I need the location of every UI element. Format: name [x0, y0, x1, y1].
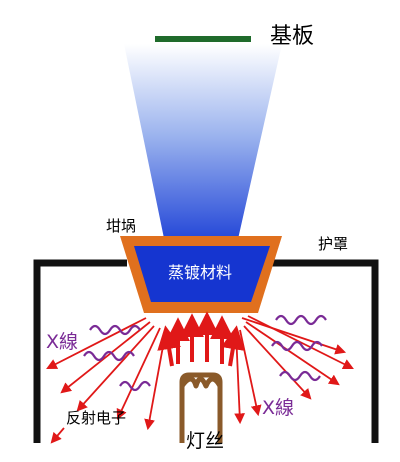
evaporation-material [134, 246, 270, 302]
reflected-arrow [247, 315, 354, 369]
electron-beam [157, 311, 245, 367]
xray-wave-right-3 [279, 370, 321, 382]
shield-frame [33, 259, 127, 443]
reflected-arrow [76, 325, 155, 412]
reflected-arrow [46, 317, 147, 369]
shield-frame-right [269, 259, 379, 443]
label-filament: 灯丝 [186, 430, 225, 452]
reflected-arrow [239, 329, 262, 417]
reflected-arrow [241, 317, 347, 355]
label-evaporation-material: 蒸镀材料 [168, 263, 233, 282]
filament [179, 372, 223, 443]
xray-wave-right-1 [275, 314, 327, 326]
xray-wave-left-2 [83, 350, 135, 362]
label-crucible: 坩埚 [106, 217, 137, 235]
xray-wave-left-3 [119, 380, 151, 392]
beam-arrow [221, 325, 245, 367]
label-reflected-electrons: 反射电子 [66, 409, 127, 427]
reflected-arrow [234, 331, 246, 425]
label-xray-right: X線 [262, 397, 295, 419]
label-xray-left: X線 [46, 331, 79, 353]
beam-arrow [157, 325, 181, 367]
reflected-arrow [245, 321, 340, 386]
reflected-electrons [46, 315, 354, 444]
reflected-arrow [144, 329, 167, 431]
label-substrate: 基板 [270, 24, 315, 49]
substrate-plate [155, 36, 251, 42]
xray-wave-left-1 [89, 324, 141, 336]
label-shield: 护罩 [318, 235, 349, 253]
xray-wave-right-2 [271, 340, 323, 352]
reflected-arrow [60, 321, 151, 394]
vapor-plume [124, 44, 282, 248]
reflected-arrow [116, 327, 161, 420]
xray-waves [83, 314, 327, 392]
reflected-arrow [243, 325, 312, 400]
reflected-arrow [50, 427, 65, 444]
